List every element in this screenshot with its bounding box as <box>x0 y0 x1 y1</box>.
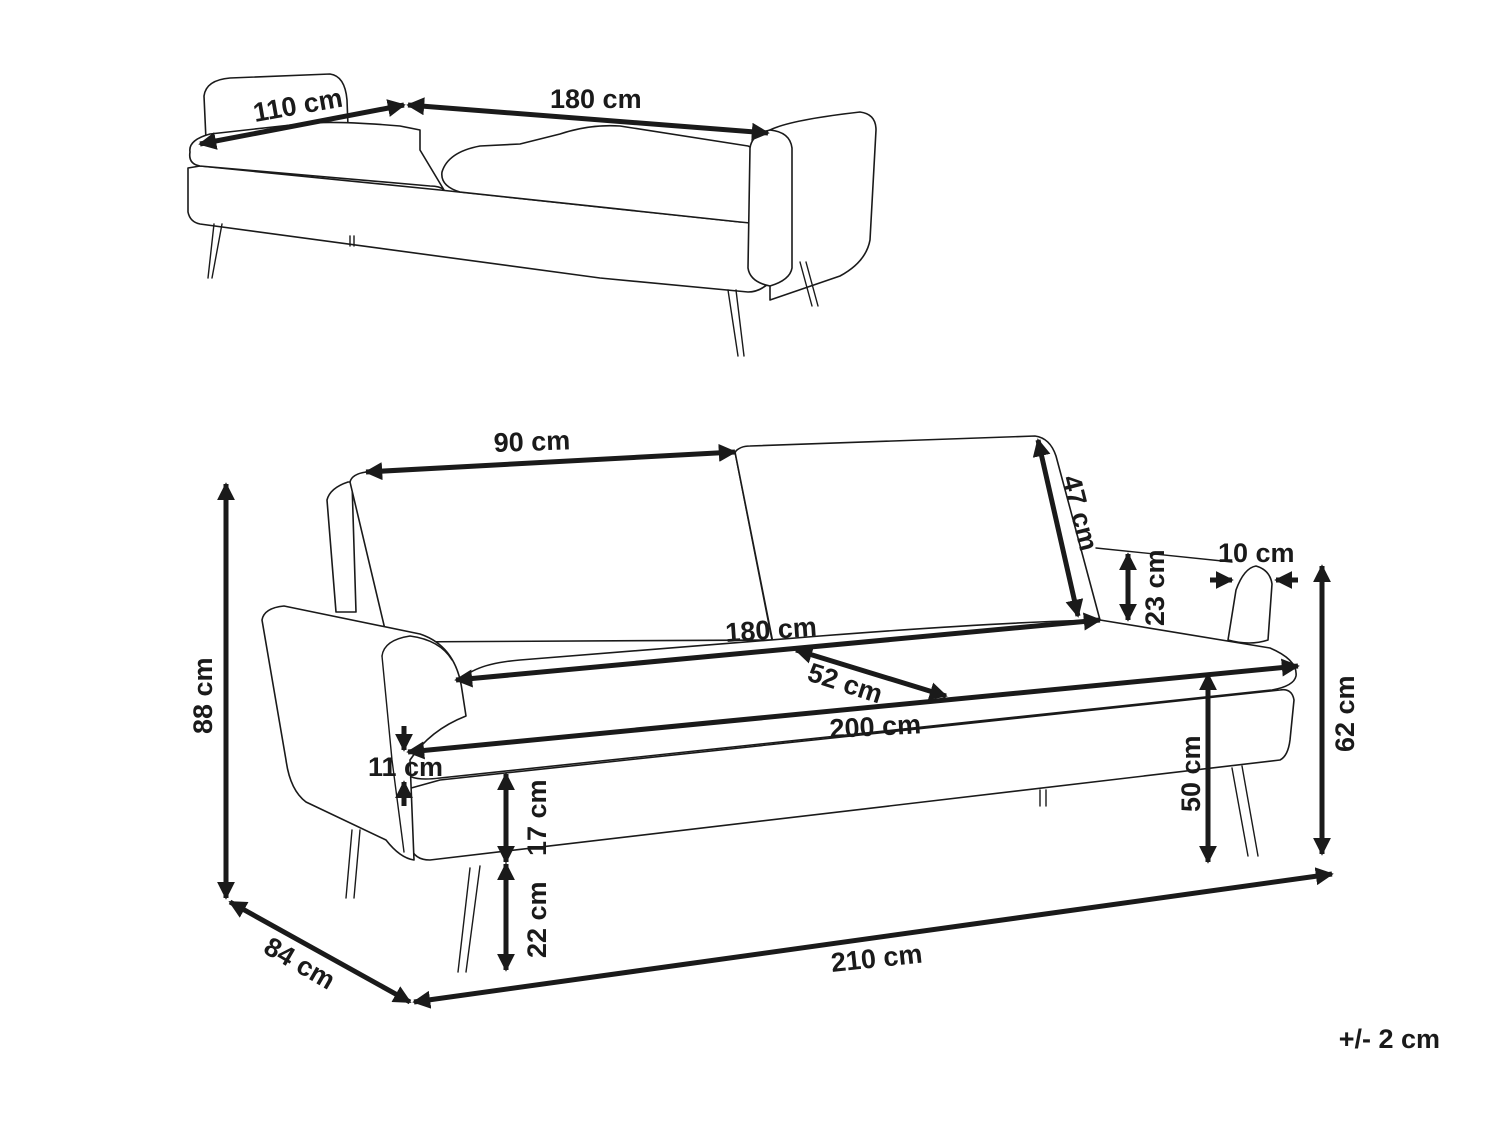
backrest-width-label: 90 cm <box>493 425 571 458</box>
total-width-arrow <box>412 867 1334 1009</box>
sofa-leg <box>457 865 481 973</box>
armrest-height-label: 62 cm <box>1330 675 1360 752</box>
sofa-leg <box>1231 765 1259 857</box>
backrest-height-arrow <box>1032 438 1084 618</box>
sofa-leg <box>1039 789 1047 807</box>
seat-total-width-arrow <box>406 658 1300 760</box>
bed-leg <box>727 289 745 357</box>
bed-leg <box>349 235 355 247</box>
total-depth-arrow <box>228 899 412 1005</box>
sofa-mode-illustration: 90 cm 47 cm 23 cm 10 cm 180 cm 52 cm 200… <box>188 425 1360 1009</box>
sofa-left-armrest-front <box>381 635 453 661</box>
bed-right-armrest <box>769 111 877 301</box>
base-height-label: 17 cm <box>522 779 552 856</box>
sofa-backrest-side <box>326 481 357 613</box>
bed-leg <box>799 261 819 307</box>
seat-height-label: 50 cm <box>1176 735 1206 812</box>
total-height-label: 88 cm <box>188 657 218 734</box>
backrest-width-arrow <box>364 443 737 481</box>
armrest-guide-line <box>1095 547 1233 563</box>
bed-right-armrest-front <box>747 129 793 287</box>
armrest-width-label: 10 cm <box>1218 538 1295 568</box>
tolerance-note: +/- 2 cm <box>1338 1024 1440 1054</box>
sofa-right-armrest <box>1227 565 1273 644</box>
bed-depth-arrow <box>198 99 406 150</box>
bed-length-label: 180 cm <box>550 84 642 114</box>
bed-mode-illustration: 110 cm 180 cm <box>187 73 877 357</box>
bed-leg <box>207 223 223 279</box>
sofa-left-armrest-front <box>381 655 405 853</box>
leg-height-label: 22 cm <box>522 881 552 958</box>
sofa-backrest-left <box>349 451 773 643</box>
seat-width-label: 180 cm <box>724 612 817 648</box>
seat-total-width-label: 200 cm <box>829 709 922 744</box>
bed-length-arrow <box>406 97 770 141</box>
cushion-thickness-label: 11 cm <box>368 752 443 782</box>
sofa-leg <box>345 829 361 899</box>
armrest-above-seat-label: 23 cm <box>1140 549 1170 626</box>
